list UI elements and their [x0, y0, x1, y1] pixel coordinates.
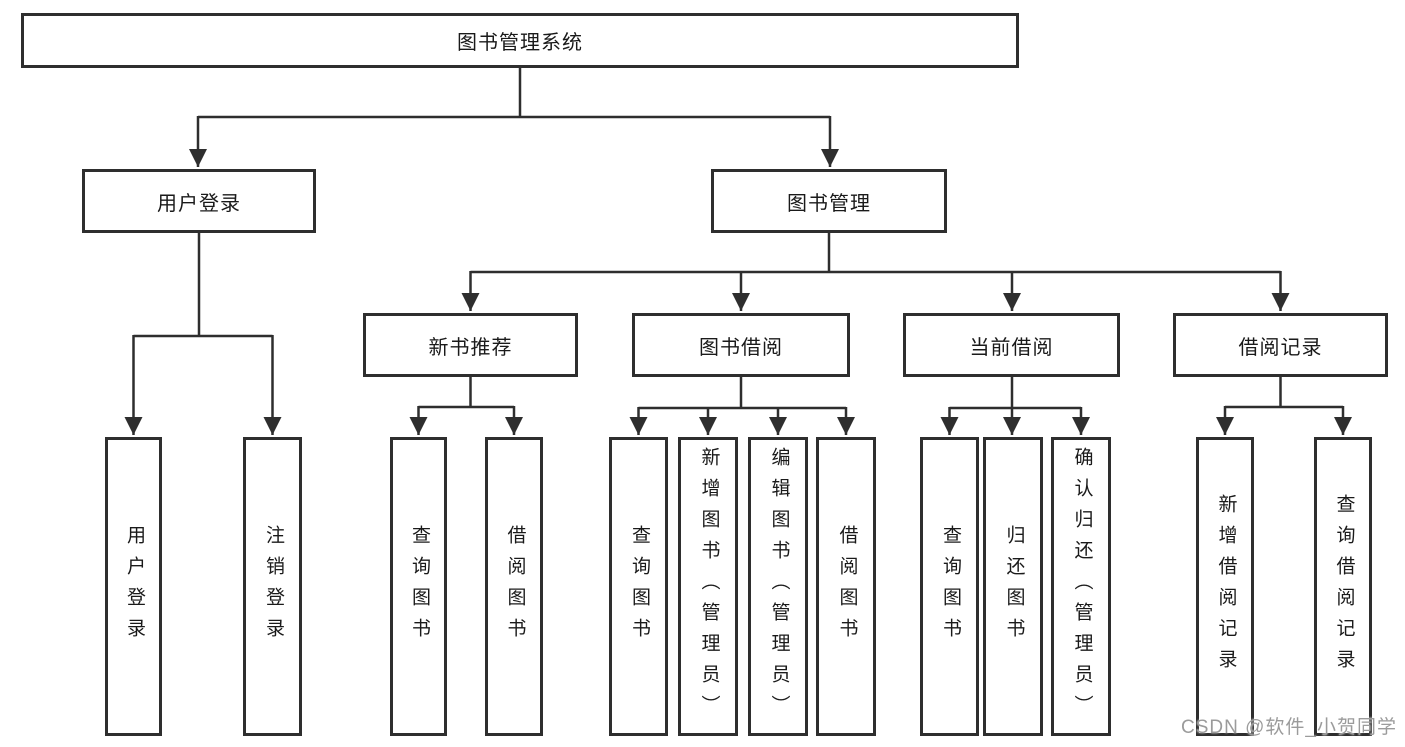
node-book-borrow: 图书借阅 — [632, 313, 850, 377]
node-leaf-bb-borrow-book-label: 借阅图书 — [836, 524, 858, 649]
node-leaf-nb-query-book: 查询图书 — [390, 437, 447, 736]
node-leaf-bb-borrow-book: 借阅图书 — [816, 437, 876, 736]
node-leaf-cb-query-book: 查询图书 — [920, 437, 979, 736]
node-leaf-nb-borrow-book-label: 借阅图书 — [504, 524, 526, 649]
node-leaf-bb-add-book-admin-label: 新增图书（管理员） — [698, 447, 720, 726]
node-root-system: 图书管理系统 — [21, 13, 1019, 68]
node-user-login: 用户登录 — [82, 169, 316, 233]
node-leaf-nb-borrow-book: 借阅图书 — [485, 437, 543, 736]
node-book-management-label: 图书管理 — [787, 192, 871, 215]
connector-borrow-record-children — [1216, 377, 1352, 435]
node-current-borrow: 当前借阅 — [903, 313, 1120, 377]
node-current-borrow-label: 当前借阅 — [969, 336, 1054, 359]
node-leaf-cb-confirm-return-admin-label: 确认归还（管理员） — [1071, 447, 1093, 726]
node-borrow-record: 借阅记录 — [1173, 313, 1388, 377]
node-borrow-record-label: 借阅记录 — [1238, 336, 1323, 359]
connector-book-management-children — [461, 233, 1290, 311]
node-leaf-logout: 注销登录 — [243, 437, 302, 736]
connector-user-login-children — [124, 233, 282, 435]
connector-new-book-children — [409, 377, 523, 435]
node-leaf-bb-edit-book-admin: 编辑图书（管理员） — [748, 437, 808, 736]
csdn-watermark: CSDN @软件_小贺同学 — [1181, 717, 1397, 738]
node-new-book-recommend-label: 新书推荐 — [428, 336, 513, 359]
node-leaf-bb-edit-book-admin-label: 编辑图书（管理员） — [768, 447, 790, 726]
node-root-system-label: 图书管理系统 — [457, 32, 583, 54]
node-book-borrow-label: 图书借阅 — [699, 336, 783, 359]
node-leaf-br-add-record: 新增借阅记录 — [1196, 437, 1254, 736]
node-leaf-cb-query-book-label: 查询图书 — [939, 524, 961, 649]
node-leaf-cb-confirm-return-admin: 确认归还（管理员） — [1051, 437, 1111, 736]
node-leaf-br-query-record-label: 查询借阅记录 — [1333, 493, 1355, 680]
connector-current-borrow-children — [940, 377, 1090, 435]
node-user-login-label: 用户登录 — [157, 192, 241, 215]
node-leaf-br-add-record-label: 新增借阅记录 — [1215, 493, 1237, 680]
node-leaf-bb-query-book: 查询图书 — [609, 437, 668, 736]
node-leaf-cb-return-book: 归还图书 — [983, 437, 1043, 736]
node-book-management: 图书管理 — [711, 169, 947, 233]
node-new-book-recommend: 新书推荐 — [363, 313, 578, 377]
node-leaf-br-query-record: 查询借阅记录 — [1314, 437, 1372, 736]
connector-root-to-level2 — [189, 68, 839, 167]
node-leaf-logout-label: 注销登录 — [262, 524, 284, 649]
node-leaf-nb-query-book-label: 查询图书 — [408, 524, 430, 649]
node-leaf-bb-query-book-label: 查询图书 — [628, 524, 650, 649]
node-leaf-user-login: 用户登录 — [105, 437, 162, 736]
node-leaf-bb-add-book-admin: 新增图书（管理员） — [678, 437, 738, 736]
node-leaf-cb-return-book-label: 归还图书 — [1003, 524, 1025, 649]
connector-book-borrow-children — [629, 377, 855, 435]
node-leaf-user-login-label: 用户登录 — [123, 524, 145, 649]
